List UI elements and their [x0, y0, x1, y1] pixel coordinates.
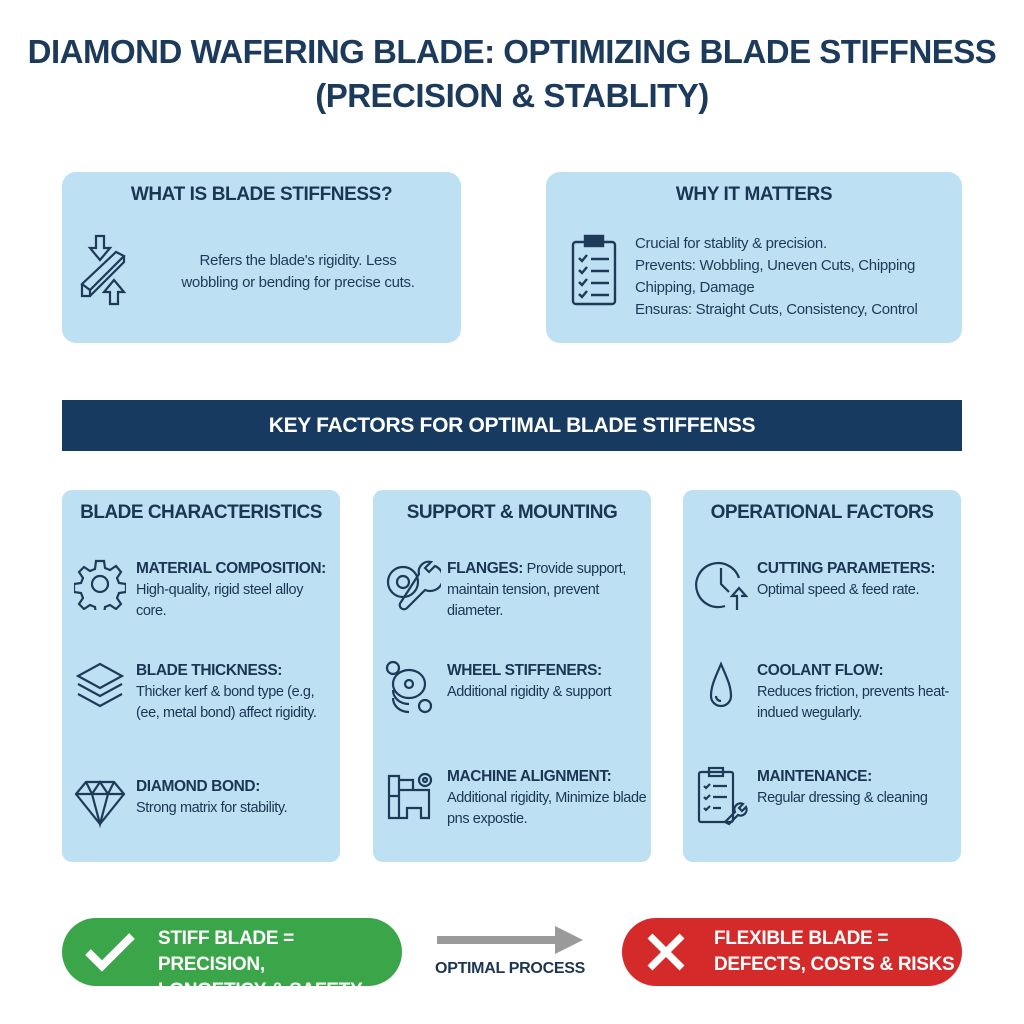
clipboard-checklist-icon: [571, 234, 617, 306]
clock-icon: [695, 561, 749, 610]
factor-title: CUTTING PARAMETERS:: [757, 560, 936, 577]
what-is-card: WHAT IS BLADE STIFFNESS? Refers the blad…: [62, 172, 461, 343]
flexible-blade-result: FLEXIBLE BLADE = DEFECTS, COSTS & RISKS: [622, 918, 962, 986]
beam-bending-icon: [80, 234, 127, 306]
factor-text: Regular dressing & cleaning: [757, 790, 928, 806]
factor-title: DIAMOND BOND:: [136, 778, 260, 795]
title-line-1: DIAMOND WAFERING BLADE: OPTIMIZING BLADE…: [27, 33, 997, 70]
factor-text: Optimal speed & feed rate.: [757, 582, 920, 598]
optimal-process-label: OPTIMAL PROCESS: [435, 960, 585, 977]
diamond-icon: [74, 780, 126, 828]
arrow-right-icon: [437, 926, 583, 954]
why-line-1: Crucial for stablity & precision.: [635, 235, 827, 252]
column-blade-characteristics: BLADE CHARACTERISTICS MATERIAL COMPOSITI…: [62, 490, 340, 862]
factor-title: FLANGES:: [447, 560, 524, 577]
why-line-3: Chipping, Damage: [635, 279, 755, 296]
what-text-2: wobbling or bending for precise cuts.: [181, 274, 415, 291]
droplet-icon: [709, 661, 733, 708]
column-support-mounting: SUPPORT & MOUNTING FLANGES: Provide supp…: [373, 490, 651, 862]
wheel-stiffener-icon: [385, 660, 433, 714]
factor-text: Additional rigidity & support: [447, 684, 612, 700]
factor-text: Thicker kerf & bond type (e.g, (ee, meta…: [136, 684, 317, 721]
good-line-2: LONGETICY & SAFETY: [158, 980, 363, 1001]
factor-text: High-quality, rigid steel alloy core.: [136, 582, 304, 619]
good-line-1: STIFF BLADE = PRECISION,: [158, 928, 294, 975]
factor-text: Reduces friction, prevents heat-indued w…: [757, 684, 949, 721]
factor-title: COOLANT FLOW:: [757, 662, 884, 679]
page-title: DIAMOND WAFERING BLADE: OPTIMIZING BLADE…: [0, 30, 1024, 118]
gear-icon: [74, 559, 126, 610]
factor-text: Additional rigidity, Minimize blade pns …: [447, 790, 647, 827]
factor-text: Provide support, maintain tension, preve…: [447, 561, 626, 619]
what-text-1: Refers the blade's rigidity. Less: [199, 252, 397, 269]
factor-title: WHEEL STIFFENERS:: [447, 662, 602, 679]
column-heading: OPERATIONAL FACTORS: [710, 502, 934, 523]
flange-wrench-icon: [386, 560, 441, 611]
layers-icon: [75, 662, 125, 708]
check-icon: [85, 933, 135, 972]
factor-title: MAINTENANCE:: [757, 768, 872, 785]
maintenance-clipboard-icon: [697, 766, 748, 826]
factor-title: MATERIAL COMPOSITION:: [136, 560, 326, 577]
why-heading: WHY IT MATTERS: [675, 184, 833, 205]
factor-title: MACHINE ALIGNMENT:: [447, 768, 612, 785]
factor-title: BLADE THICKNESS:: [136, 662, 283, 679]
why-line-2: Prevents: Wobbling, Uneven Cuts, Chippin…: [635, 257, 916, 274]
what-is-heading: WHAT IS BLADE STIFFNESS?: [130, 184, 393, 205]
column-heading: BLADE CHARACTERISTICS: [80, 502, 322, 523]
title-line-2: (PRECISION & STABLITY): [315, 77, 709, 114]
why-matters-card: WHY IT MATTERS Crucial for stablity & pr…: [546, 172, 962, 343]
factor-text: Strong matrix for stability.: [136, 800, 288, 816]
why-line-4: Ensuras: Straight Cuts, Consistency, Con…: [635, 301, 918, 318]
stiff-blade-result: STIFF BLADE = PRECISION, LONGETICY & SAF…: [62, 918, 402, 1001]
bad-line-1: FLEXIBLE BLADE =: [714, 928, 889, 949]
column-heading: SUPPORT & MOUNTING: [406, 502, 618, 523]
machine-icon: [387, 772, 433, 820]
key-factors-banner: KEY FACTORS FOR OPTIMAL BLADE STIFFENSS: [62, 400, 962, 451]
bad-line-2: DEFECTS, COSTS & RISKS: [714, 954, 955, 975]
x-icon: [647, 933, 685, 971]
column-operational-factors: OPERATIONAL FACTORS CUTTING PARAMETERS: O…: [683, 490, 961, 862]
